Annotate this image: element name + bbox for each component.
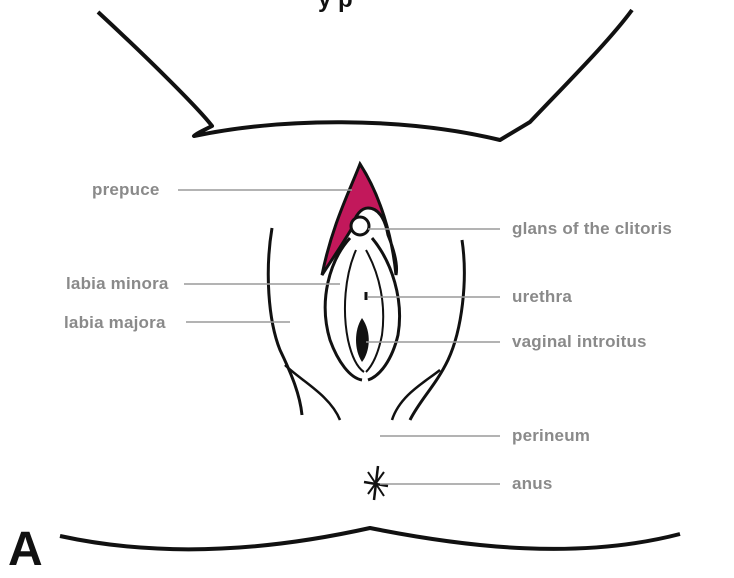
inner-thigh-left xyxy=(285,365,340,420)
anus-mark xyxy=(364,466,388,500)
label-anus: anus xyxy=(512,474,552,494)
panel-letter: A xyxy=(8,522,43,577)
label-vaginal-introitus: vaginal introitus xyxy=(512,332,647,352)
labia-majora-right-outline xyxy=(410,240,464,420)
label-labia-minora: labia minora xyxy=(66,274,169,294)
label-perineum: perineum xyxy=(512,426,590,446)
vaginal-introitus-shape xyxy=(356,318,369,362)
lower-contour xyxy=(60,528,680,549)
upper-contour xyxy=(98,10,632,140)
inner-thigh-right xyxy=(392,370,440,420)
label-urethra: urethra xyxy=(512,287,572,307)
glans-shape xyxy=(351,217,369,235)
labia-minora-inner-right xyxy=(366,250,383,372)
label-prepuce: prepuce xyxy=(92,180,160,200)
label-glans: glans of the clitoris xyxy=(512,219,672,239)
label-labia-majora: labia majora xyxy=(64,313,166,333)
top-text-fragment: y p xyxy=(318,0,353,14)
